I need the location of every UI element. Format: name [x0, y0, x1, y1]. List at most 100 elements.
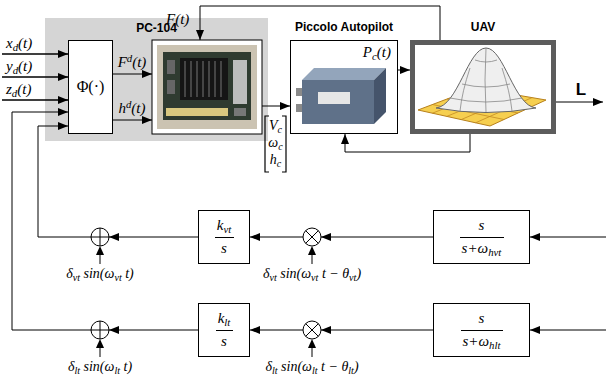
input-label: xd(t) — [6, 35, 32, 52]
signal-label: F(t) — [166, 11, 189, 28]
fraction-bar — [461, 330, 503, 331]
multiplier-symbol — [303, 228, 321, 246]
subscript: c — [278, 124, 282, 135]
transfer-label: Pc(t) — [363, 44, 391, 61]
board-connector — [166, 108, 228, 116]
dither-label: δvt sin(ωvt t − θvt) — [263, 266, 361, 282]
subscript: d — [13, 41, 18, 53]
subscript: lt — [114, 365, 120, 376]
board-chip — [234, 108, 246, 116]
arrowhead — [96, 339, 104, 348]
signal-connector — [12, 112, 198, 330]
measurement-wire — [530, 237, 606, 238]
input-label: zd(t) — [6, 81, 31, 98]
surface-peak — [436, 48, 536, 113]
autopilot-plug — [296, 88, 302, 96]
command-wire — [262, 106, 290, 107]
signal-label: hd(t) — [118, 100, 145, 117]
subscript: hlt — [489, 339, 500, 351]
input-label: zd(t) — [6, 81, 31, 98]
dither-label: δlt sin(ωlt t − θlt) — [265, 359, 358, 375]
transfer-numerator: kvt — [217, 217, 231, 234]
transfer-denominator: s — [221, 333, 227, 350]
subscript: vt — [223, 223, 231, 235]
feedback-wire — [200, 6, 440, 40]
subscript: vt — [349, 272, 356, 283]
transfer-numerator: s — [479, 217, 485, 234]
subscript: c — [277, 158, 281, 169]
multiplier-symbol — [306, 231, 319, 244]
subscript: c — [372, 50, 377, 62]
autopilot-block: Piccolo AutopilotPc(t) — [290, 40, 398, 134]
signal-wire — [113, 120, 152, 121]
processor-region: PC-104Φ(·) — [45, 18, 268, 141]
arrowhead — [308, 246, 316, 255]
measurement-wire — [530, 330, 606, 331]
subscript: c — [278, 141, 282, 152]
subscript: lt — [224, 316, 230, 328]
board-photo — [157, 45, 257, 129]
board-connector — [233, 60, 247, 104]
transfer-denominator: s+ωhlt — [463, 333, 501, 350]
autopilot-picture — [374, 68, 386, 124]
signal-connector — [38, 126, 198, 237]
subscript: d — [12, 87, 17, 99]
highpass-filter-block: s s+ωhlt — [433, 303, 530, 357]
transfer-numerator: s — [479, 310, 485, 327]
fraction-bar — [215, 237, 234, 238]
adder-symbol — [91, 228, 109, 246]
signal-connector — [250, 237, 433, 238]
integrator-block: kvt s — [198, 210, 250, 264]
command-label: hc — [270, 152, 281, 168]
input-wire — [2, 77, 68, 78]
arrowhead — [321, 233, 331, 241]
signal-label: hd(t) — [118, 100, 145, 117]
arrowhead — [109, 233, 119, 241]
signal-label: Fd(t) — [118, 54, 147, 71]
command-label: Vc — [269, 118, 282, 134]
subscript: lt — [348, 365, 354, 376]
plant-block: UAV — [410, 40, 556, 134]
subscript: vt — [114, 272, 121, 283]
block-heading: UAV — [471, 20, 495, 34]
arrowhead — [109, 326, 119, 334]
dither-label: δvt sin(ωvt t) — [66, 266, 134, 282]
autopilot-picture — [302, 80, 374, 124]
output-label: L — [576, 80, 586, 100]
highpass-filter-block: ss+ωhvt — [433, 210, 530, 264]
board-frame — [152, 40, 262, 134]
vector-bracket — [265, 116, 286, 172]
transfer-numerator: klt — [218, 310, 231, 327]
heatsink-fins — [185, 61, 221, 97]
input-label: xd(t) — [6, 35, 32, 52]
signal-connector — [250, 330, 433, 331]
command-label: ωc — [268, 135, 282, 151]
heatsink — [180, 58, 228, 100]
subscript: lt — [272, 365, 278, 376]
block-heading: Piccolo Autopilot — [295, 20, 393, 34]
arrowhead — [321, 326, 331, 334]
signal-connector — [345, 134, 470, 152]
command-label: Vc — [269, 118, 282, 134]
mapping-block: Φ(·) — [68, 40, 113, 134]
fraction-bar — [460, 237, 504, 238]
dither-label: δlt sin(ωlt t − θlt) — [265, 359, 358, 375]
surface-mesh — [450, 48, 522, 112]
adder-symbol — [91, 228, 109, 246]
transfer-denominator: s — [221, 240, 227, 257]
input-wire — [2, 100, 68, 101]
output-wire — [556, 102, 603, 103]
input-label: yd(t) — [6, 58, 32, 75]
input-label: yd(t) — [6, 58, 32, 75]
integrator-block: klt s — [198, 303, 250, 357]
output-label: L — [576, 80, 586, 100]
signal-connector — [398, 70, 410, 71]
arrowhead — [308, 339, 316, 348]
subscript: hvt — [488, 246, 501, 258]
input-wires — [2, 54, 68, 100]
adder-symbol — [91, 321, 109, 339]
signal-label: F(t) — [166, 11, 189, 28]
subscript: vt — [269, 272, 276, 283]
